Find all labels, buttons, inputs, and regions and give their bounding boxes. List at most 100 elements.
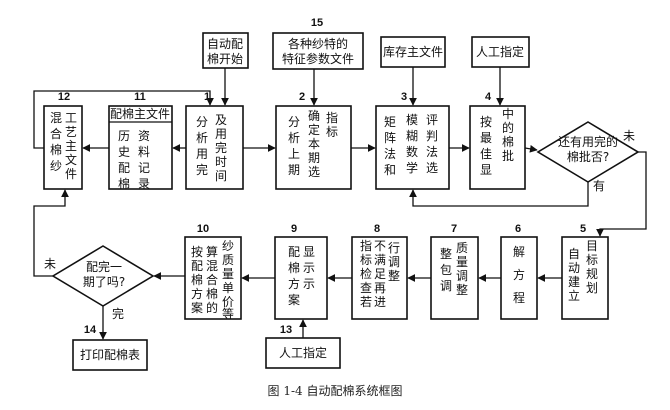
- box-fuzzy-eval-col3-c2: 判: [426, 129, 438, 143]
- num-9: 9: [291, 223, 297, 235]
- box-plan-display-col2-c2: 示: [303, 261, 315, 275]
- box-check-adjust-col1-c4: 查: [360, 281, 372, 295]
- box-yarn-params: [272, 32, 364, 70]
- num-7: 7: [451, 223, 457, 235]
- box-history-col2-c1: 资: [138, 129, 150, 143]
- box-quality-adjust-col2-c3: 调: [456, 269, 468, 283]
- box-best-batch-col1-c4: 显: [480, 163, 492, 177]
- box-select-period-col2-c4: 期: [308, 151, 320, 165]
- box-process-file-col1-c2: 合: [50, 126, 62, 141]
- box-calc-cost-col1-c1: 按: [191, 245, 203, 259]
- box-best-batch-col2-c3: 棉: [502, 135, 514, 149]
- box-best-batch-col1-c3: 佳: [480, 147, 492, 161]
- num-13: 13: [280, 324, 292, 336]
- num-1: 1: [204, 91, 210, 103]
- label-yes-left: 完: [112, 306, 124, 321]
- box-build-model-col1-c4: 立: [568, 288, 580, 303]
- box-print-table-label: 打印配棉表: [80, 348, 140, 362]
- num-5: 5: [580, 223, 586, 235]
- label-no-left: 未: [44, 257, 56, 271]
- box-best-batch-col1-c2: 最: [480, 131, 492, 145]
- box-analyze-time-col1-c3: 用: [196, 147, 208, 161]
- box-check-adjust-col2-c2: 满: [374, 253, 386, 267]
- box-quality-adjust-col1-c1: 整: [440, 246, 452, 261]
- box-select-period-col2-c2: 定: [308, 122, 320, 137]
- box-check-adjust-col3-c2: 调: [388, 255, 400, 269]
- box-select-period-col2-c5: 选: [308, 165, 320, 179]
- box-best-batch: [469, 105, 526, 190]
- arrow-4-to-decision: [524, 144, 538, 153]
- box-fuzzy-eval-col2-c2: 糊: [406, 128, 418, 143]
- box-auto-start-line1: 自动配: [207, 37, 243, 51]
- box-calc-cost-col2-c5: 的: [206, 300, 218, 315]
- label-yes-right: 有: [593, 179, 605, 193]
- box-select-period-col1-c1: 分: [288, 115, 300, 129]
- box-process-file-col2-c5: 件: [65, 167, 77, 181]
- box-yarn-params-line1: 各种纱特的: [288, 36, 348, 51]
- box-calc-cost-col3-c4: 单: [222, 281, 234, 295]
- box-calc-cost-col2-c4: 棉: [206, 287, 218, 301]
- box-manual-top-label: 人工指定: [476, 44, 524, 59]
- box-calc-cost-col3-c1: 纱: [222, 239, 234, 253]
- num-11: 11: [134, 91, 146, 103]
- box-process-file-col2-c2: 艺: [65, 125, 77, 139]
- box-history-col1-c1: 历: [118, 129, 130, 143]
- box-analyze-time-col2-c4: 时: [215, 155, 227, 169]
- num-12: 12: [58, 91, 70, 103]
- num-6: 6: [515, 223, 521, 235]
- box-build-model-col2-c1: 目: [586, 239, 598, 253]
- box-calc-cost-col2-c1: 算: [206, 244, 218, 259]
- box-auto-start-line2: 棉开始: [207, 52, 243, 66]
- figure-caption: 图 1-4 自动配棉系统框图: [268, 384, 403, 398]
- box-build-model-col1-c1: 自: [568, 247, 580, 261]
- box-fuzzy-eval-col3-c3: 法: [426, 145, 438, 159]
- box-build-model-col2-c4: 划: [586, 281, 598, 295]
- box-select-period-col3-c1: 指: [326, 110, 338, 125]
- num-8: 8: [374, 223, 380, 235]
- box-select-period-col1-c3: 上: [288, 147, 300, 161]
- box-quality-adjust-col2-c1: 质: [456, 241, 468, 255]
- box-calc-cost-col1-c5: 案: [191, 300, 203, 315]
- box-calc-cost-col1-c4: 方: [191, 286, 203, 301]
- box-check-adjust-col1-c5: 若: [360, 295, 372, 309]
- box-check-adjust-col2-c5: 进: [374, 295, 386, 309]
- box-fuzzy-eval-col3-c1: 评: [426, 113, 438, 127]
- box-solve-c3: 程: [513, 290, 525, 305]
- box-history-col1-c3: 配: [118, 161, 130, 175]
- box-history-col2-c2: 料: [138, 145, 150, 159]
- box-manual-bottom-label: 人工指定: [279, 345, 327, 360]
- box-select-period-col2-c1: 确: [308, 109, 320, 123]
- box-select-period-col3-c2: 标: [326, 125, 338, 139]
- box-plan-display-col1-c4: 案: [288, 292, 300, 307]
- num-4: 4: [485, 91, 492, 103]
- label-no-right: 未: [623, 129, 635, 143]
- box-process-file-col1-c3: 棉: [50, 143, 62, 157]
- num-3: 3: [401, 91, 407, 103]
- box-best-batch-col2-c1: 中: [502, 106, 514, 121]
- box-build-model-col2-c2: 标: [586, 253, 598, 267]
- box-analyze-time-col2-c5: 间: [215, 169, 227, 183]
- box-check-adjust-col3-c1: 行: [388, 241, 400, 255]
- box-check-adjust-col2-c3: 足: [374, 267, 386, 281]
- box-plan-display-col1-c3: 方: [288, 276, 300, 291]
- box-quality-adjust-col2-c4: 整: [456, 282, 468, 297]
- box-solve-c2: 方: [513, 267, 525, 282]
- box-fuzzy-eval-col2-c4: 学: [406, 160, 418, 175]
- decision-period-line1: 配完一: [86, 259, 122, 274]
- box-calc-cost-col2-c3: 合: [206, 272, 218, 287]
- box-check-adjust-col1-c3: 检: [360, 266, 372, 281]
- box-check-adjust-col1-c2: 标: [360, 253, 372, 267]
- box-best-batch-col2-c4: 批: [502, 148, 514, 163]
- box-process-file-col1-c1: 混: [50, 111, 62, 125]
- box-solve-c1: 解: [513, 245, 525, 259]
- num-10: 10: [197, 223, 209, 235]
- box-plan-display-col1-c1: 配: [288, 245, 300, 259]
- num-14: 14: [84, 324, 97, 336]
- box-calc-cost-col1-c3: 棉: [191, 273, 203, 287]
- box-select-period-col1-c2: 析: [288, 131, 300, 145]
- box-plan-display-col2-c1: 显: [303, 245, 315, 259]
- box-fuzzy-eval-col3-c4: 选: [426, 161, 438, 175]
- box-yarn-params-line2: 特征参数文件: [282, 51, 354, 66]
- box-calc-cost-col3-c3: 量: [222, 267, 234, 281]
